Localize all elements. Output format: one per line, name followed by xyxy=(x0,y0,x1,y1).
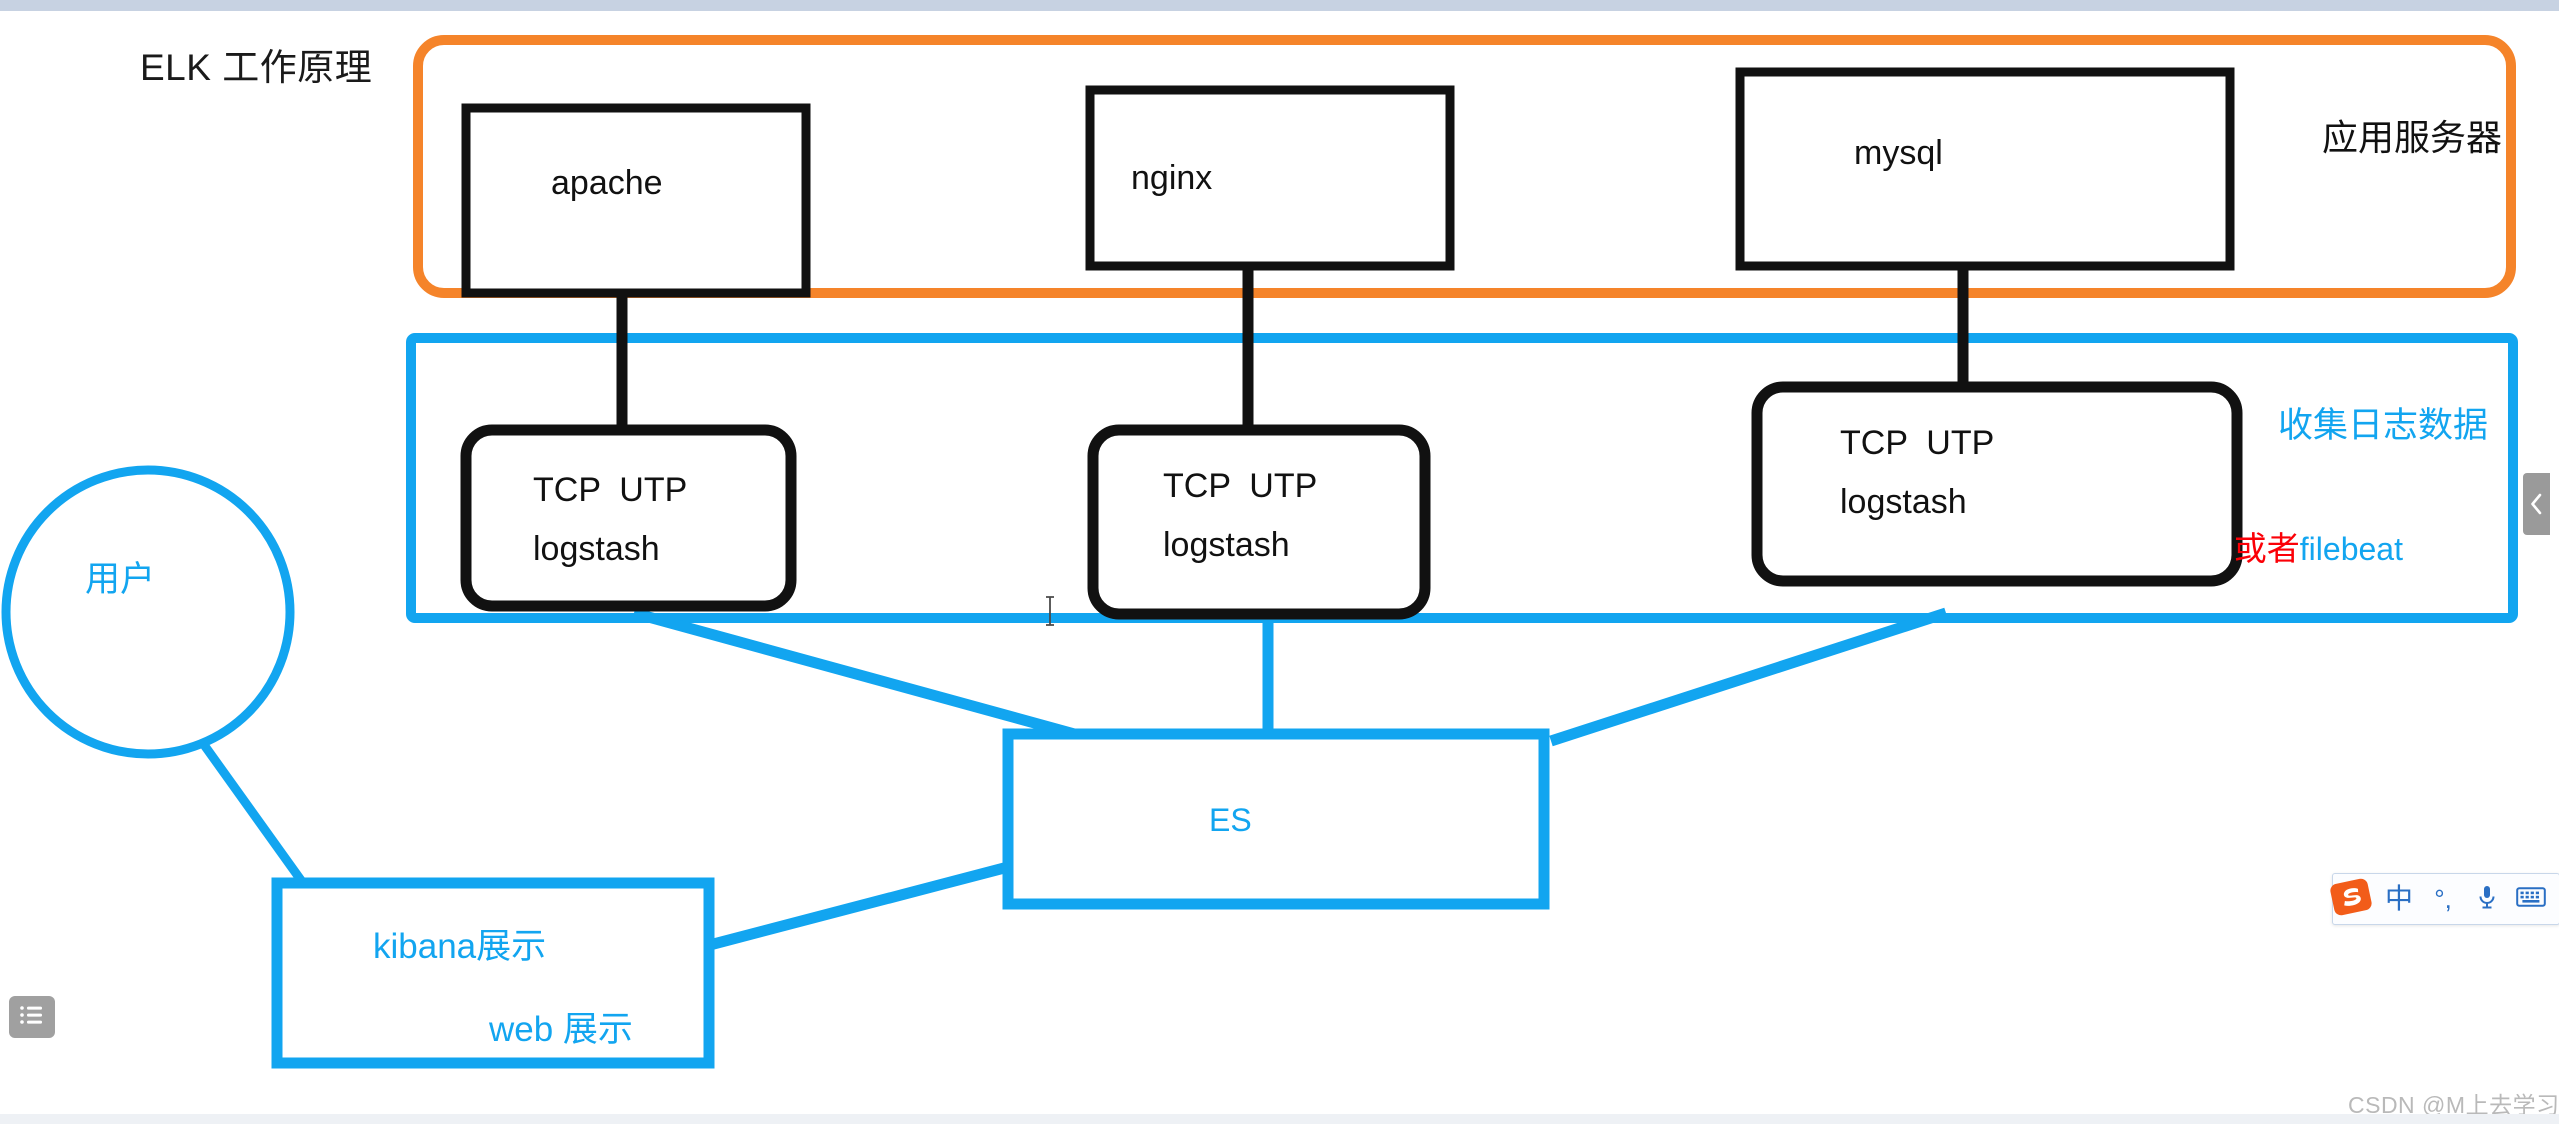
connector-logstash-right-to-es xyxy=(1549,607,1948,747)
es-label: ES xyxy=(1209,802,1252,838)
app-server-band-label: 应用服务器 xyxy=(2322,117,2503,158)
ime-language-mode-button[interactable]: 中 xyxy=(2377,879,2421,919)
keyboard-icon xyxy=(2516,885,2546,914)
collector-alt-label-suffix: filebeat xyxy=(2299,530,2403,567)
node-box-apache xyxy=(461,103,811,298)
page-title: ELK 工作原理 xyxy=(140,47,373,88)
node-box-nginx xyxy=(1085,85,1455,271)
app-server-band xyxy=(413,35,2516,298)
node-box-logstash-right xyxy=(1751,381,2243,587)
connector-es-to-kibana xyxy=(704,861,1010,952)
connector-logstash-left-to-es xyxy=(632,607,1102,747)
collector-band-label: 收集日志数据 xyxy=(2278,406,2489,445)
node-label-logstash-left-proto: TCP UTP xyxy=(533,471,688,509)
node-box-logstash-mid xyxy=(1087,424,1431,620)
list-outline-icon xyxy=(19,1004,45,1031)
collector-band xyxy=(406,333,2518,623)
collapse-panel-button[interactable] xyxy=(2523,473,2550,535)
connector-user-to-kibana xyxy=(193,732,307,886)
sogou-logo-icon[interactable] xyxy=(2325,871,2377,923)
node-label-nginx: nginx xyxy=(1131,159,1213,197)
chevron-left-icon xyxy=(2529,492,2544,516)
es-box xyxy=(1002,728,1550,910)
user-circle xyxy=(1,465,295,759)
ime-punctuation-button[interactable]: °, xyxy=(2421,879,2465,919)
bottom-chrome-strip xyxy=(0,1114,2559,1124)
collector-alt-label: 或者filebeat xyxy=(2216,513,2403,584)
text-ibeam-cursor xyxy=(1043,596,1057,626)
ime-voice-button[interactable] xyxy=(2465,879,2509,919)
node-label-apache: apache xyxy=(551,164,663,202)
node-box-mysql xyxy=(1735,67,2235,271)
outline-toggle-button[interactable] xyxy=(9,996,55,1038)
microphone-icon xyxy=(2475,883,2499,916)
ime-mode-label: 中 xyxy=(2384,883,2413,914)
node-label-logstash-mid-proto: TCP UTP xyxy=(1163,467,1318,505)
top-chrome-strip xyxy=(0,0,2559,11)
node-label-logstash-mid-name: logstash xyxy=(1163,526,1290,564)
kibana-label: kibana展示 xyxy=(373,927,547,966)
node-box-logstash-left xyxy=(460,424,797,612)
kibana-box xyxy=(271,877,715,1069)
csdn-watermark: CSDN @M上去学习 xyxy=(2348,1092,2559,1118)
node-label-mysql: mysql xyxy=(1854,134,1943,172)
collector-alt-label-prefix: 或者 xyxy=(2233,529,2300,567)
node-label-logstash-right-name: logstash xyxy=(1840,483,1967,521)
ime-keyboard-button[interactable] xyxy=(2509,879,2553,919)
web-display-label: web 展示 xyxy=(489,1010,633,1049)
user-label: 用户 xyxy=(85,560,156,599)
connector-risers-overlay xyxy=(616,266,1969,441)
ime-punctuation-label: °, xyxy=(2434,884,2452,914)
node-label-logstash-left-name: logstash xyxy=(533,530,660,568)
node-label-logstash-right-proto: TCP UTP xyxy=(1840,424,1995,462)
